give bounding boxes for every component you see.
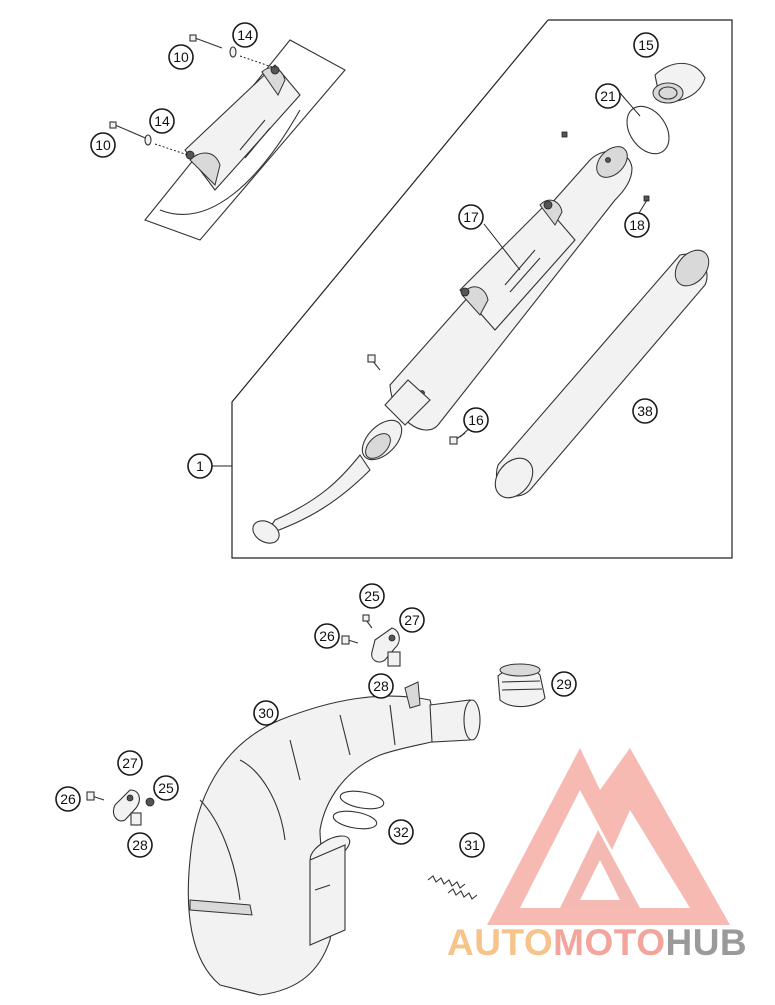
callout-18: 18: [624, 212, 650, 238]
svg-text:31: 31: [464, 837, 480, 853]
o-rings: [332, 790, 385, 830]
silencer-packing: [494, 249, 710, 499]
svg-text:27: 27: [404, 612, 420, 628]
watermark-text: AUTOMOTOHUB: [447, 922, 747, 964]
silencer-end-cap: [652, 62, 706, 104]
svg-text:18: 18: [629, 217, 645, 233]
o-ring: [626, 105, 670, 155]
svg-text:29: 29: [556, 676, 572, 692]
watermark-hub: HUB: [665, 922, 748, 963]
callout-21: 21: [595, 83, 621, 109]
callout-27: 27: [399, 607, 425, 633]
callout-27: 27: [117, 750, 143, 776]
svg-text:25: 25: [158, 780, 174, 796]
svg-text:15: 15: [638, 37, 654, 53]
callout-1: 1: [187, 453, 213, 479]
svg-text:16: 16: [468, 412, 484, 428]
callout-26: 26: [55, 786, 81, 812]
svg-text:14: 14: [237, 27, 253, 43]
callout-10: 10: [168, 44, 194, 70]
callout-25: 25: [153, 775, 179, 801]
svg-text:14: 14: [154, 113, 170, 129]
callout-25: 25: [359, 583, 385, 609]
assembly-frame: [231, 19, 733, 559]
callout-16: 16: [463, 407, 489, 433]
callout-26: 26: [314, 623, 340, 649]
exhaust-sleeve: [497, 663, 546, 708]
svg-text:10: 10: [173, 49, 189, 65]
svg-text:1: 1: [196, 458, 204, 474]
callout-17: 17: [458, 204, 484, 230]
callout-32: 32: [388, 819, 414, 845]
bracket-lower: [86, 789, 155, 826]
svg-text:38: 38: [637, 403, 653, 419]
callout-38: 38: [632, 398, 658, 424]
svg-text:27: 27: [122, 755, 138, 771]
watermark-moto: MOTO: [553, 922, 666, 963]
svg-text:32: 32: [393, 824, 409, 840]
bracket-upper: [341, 614, 401, 667]
callout-15: 15: [633, 32, 659, 58]
callout-14: 14: [149, 108, 175, 134]
svg-text:26: 26: [319, 628, 335, 644]
callout-14: 14: [232, 22, 258, 48]
svg-text:28: 28: [373, 678, 389, 694]
exhaust-pipe: [187, 681, 481, 996]
callout-28: 28: [368, 673, 394, 699]
svg-text:21: 21: [600, 88, 616, 104]
svg-text:30: 30: [258, 705, 274, 721]
callout-10: 10: [90, 132, 116, 158]
muffler-clamp-detail: [109, 34, 346, 241]
callout-29: 29: [551, 671, 577, 697]
springs: [427, 875, 478, 900]
callout-28: 28: [127, 832, 153, 858]
watermark-auto: AUTO: [447, 922, 554, 963]
silencer-body: [252, 131, 650, 544]
svg-text:17: 17: [463, 209, 479, 225]
callout-30: 30: [253, 700, 279, 726]
svg-text:26: 26: [60, 791, 76, 807]
watermark-logo: [487, 748, 730, 925]
svg-text:25: 25: [364, 588, 380, 604]
svg-text:28: 28: [132, 837, 148, 853]
svg-text:10: 10: [95, 137, 111, 153]
callout-31: 31: [459, 832, 485, 858]
